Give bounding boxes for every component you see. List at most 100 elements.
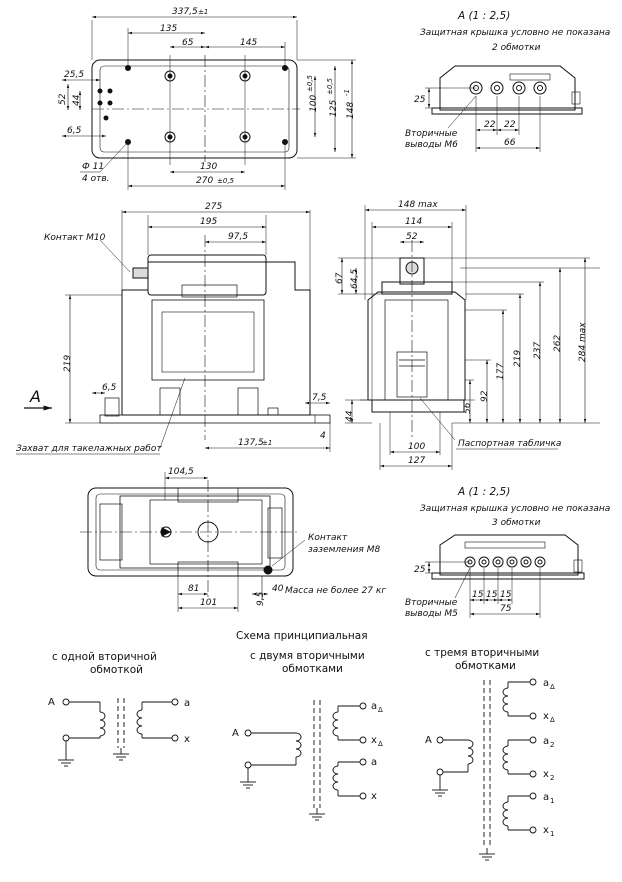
schematic-three-line1: с тремя вторичными xyxy=(425,647,539,659)
schematic-three-x1: x xyxy=(543,825,549,836)
dim-overall-width: 337,5 xyxy=(172,7,198,17)
schematic-two-x: x xyxy=(371,791,377,802)
schematic-one-a: a xyxy=(184,698,190,709)
hole-count: 4 отв. xyxy=(82,174,110,184)
front-dim-right-small: 7,5 xyxy=(312,393,327,403)
terminal-icon xyxy=(244,729,252,737)
schematic-one-line2: обмоткой xyxy=(90,664,143,676)
schematic-two-line1: с двумя вторичными xyxy=(250,650,365,662)
view-a-three-dim-height: 25 xyxy=(414,565,426,575)
front-view-window xyxy=(151,299,265,381)
dim-right-height-mid: 125 xyxy=(329,100,339,117)
front-view xyxy=(24,210,331,452)
side-dim-w114: 114 xyxy=(405,217,422,227)
front-dim-height: 219 xyxy=(63,355,73,372)
bottom-view xyxy=(80,472,306,612)
front-dim-inner: 195 xyxy=(200,217,217,227)
top-view xyxy=(62,15,356,190)
side-dim-h67: 67 xyxy=(335,272,345,284)
schematic-three-a1: a xyxy=(543,792,549,803)
secondary-terminal-icon xyxy=(469,81,547,95)
view-a-three-subtitle: Защитная крышка условно не показана xyxy=(420,504,610,514)
side-dim-h219: 219 xyxy=(513,350,523,367)
view-a-two-labels: A (1 : 2,5) Защитная крышка условно не п… xyxy=(405,10,610,150)
schematic-three-labels: A a Δ x Δ a 2 x 2 a 1 x 1 xyxy=(425,678,555,838)
contact-m10-icon xyxy=(132,267,149,279)
schematic-three-a2-sub: 2 xyxy=(550,741,554,749)
view-a-two-outputs-line1: Вторичные xyxy=(405,129,458,139)
schematic-two-a-delta-sub: Δ xyxy=(378,706,383,714)
schematic-three-a-delta-sub: Δ xyxy=(550,683,555,691)
front-dim-half: 97,5 xyxy=(228,232,248,242)
dim-right-height-inner: 100 xyxy=(309,95,319,112)
schematic-two-labels: A a Δ x Δ a x xyxy=(232,701,383,802)
terminal-icon xyxy=(436,768,444,776)
terminal-icon xyxy=(359,758,367,766)
front-dim-base-thk: 4 xyxy=(320,431,326,441)
terminal-icon xyxy=(359,792,367,800)
bottom-view-labels: 104,5 81 101 9,5 40 Контакт заземления М… xyxy=(168,467,386,608)
hole-label: Ф 11 xyxy=(82,162,104,172)
schematic-three-windings xyxy=(432,678,537,861)
view-a-two-dim-pitch-1: 22 xyxy=(484,120,496,130)
view-a-two-dim-width: 66 xyxy=(504,138,516,148)
bottom-dim-101: 101 xyxy=(200,598,217,608)
terminal-icon xyxy=(529,770,537,778)
schematic-two-windings xyxy=(240,700,367,821)
bottom-dim-9-5: 9,5 xyxy=(256,591,266,606)
view-arrow-label: A xyxy=(29,387,41,406)
side-dim-h44: 44 xyxy=(345,410,355,422)
terminal-icon xyxy=(171,734,179,742)
front-dim-foot: 6,5 xyxy=(102,383,117,393)
side-dim-h262: 262 xyxy=(553,335,563,352)
view-a-three-windings: 3 обмотки xyxy=(492,518,541,528)
terminal-icon xyxy=(62,698,70,706)
front-dim-center-tol: ±1 xyxy=(262,439,272,447)
schematic-one-x: x xyxy=(184,734,190,745)
side-view xyxy=(338,205,600,470)
passport-plate-label: Паспортная табличка xyxy=(458,439,561,449)
schematic-two-primary: A xyxy=(232,728,239,739)
terminal-icon xyxy=(359,736,367,744)
view-a-three-dim-pitch-3: 15 xyxy=(500,590,512,600)
mass-note: Масса не более 27 кг xyxy=(285,586,386,596)
terminal-icon xyxy=(62,734,70,742)
dim-bottom-span-overall-tol: ±0,5 xyxy=(217,177,235,185)
side-dim-h56: 56 xyxy=(463,402,473,414)
view-a-two-subtitle: Защитная крышка условно не показана xyxy=(420,28,610,38)
dim-right-height-outer: 148 xyxy=(346,102,356,119)
view-a-three-dim-width: 75 xyxy=(500,604,512,614)
schematic-three-primary: A xyxy=(425,735,432,746)
side-dim-h92: 92 xyxy=(480,390,490,402)
schematic-one-winding xyxy=(58,698,179,767)
schematic-one-labels: A a x xyxy=(48,697,190,745)
bottom-dim-81: 81 xyxy=(188,584,199,594)
view-a-two-outputs-line2: выводы М6 xyxy=(405,140,458,150)
schematic-two-x-delta-sub: Δ xyxy=(378,740,383,748)
schematic-two-x-delta: x xyxy=(371,735,377,746)
schematic-three-x2: x xyxy=(543,769,549,780)
schematic-three-x2-sub: 2 xyxy=(550,774,554,782)
terminal-icon xyxy=(244,761,252,769)
ground-label-line2: заземления М8 xyxy=(308,545,380,555)
view-a-two-dim-pitch-2: 22 xyxy=(504,120,516,130)
view-a-three-title: A (1 : 2,5) xyxy=(457,486,510,498)
side-dim-h177: 177 xyxy=(496,363,506,380)
bottom-dim-40: 40 xyxy=(272,584,284,594)
top-view-dimensions: 337,5 ±1 135 65 145 25,5 52 44 6,5 100 ±… xyxy=(58,7,356,186)
schematic-one-line1: с одной вторичной xyxy=(52,651,157,663)
schematic-one-primary: A xyxy=(48,697,55,708)
side-dim-h284: 284 max xyxy=(578,322,588,362)
terminal-icon xyxy=(529,826,537,834)
schematic-three-x-delta: x xyxy=(543,711,549,722)
schematic-three-x-delta-sub: Δ xyxy=(550,716,555,724)
schematic-three-x1-sub: 1 xyxy=(550,830,554,838)
side-dim-h64-5: 64,5 xyxy=(350,269,360,289)
side-view-labels: 148 max 114 52 67 64,5 44 56 92 177 219 … xyxy=(335,200,588,466)
dim-right-height-outer-tol: -1 xyxy=(343,89,351,96)
side-dim-w127: 127 xyxy=(408,456,425,466)
dim-right-height-inner-tol: ±0,5 xyxy=(306,74,314,92)
dim-bottom-span-overall: 270 xyxy=(196,176,213,186)
terminal-icon xyxy=(529,736,537,744)
